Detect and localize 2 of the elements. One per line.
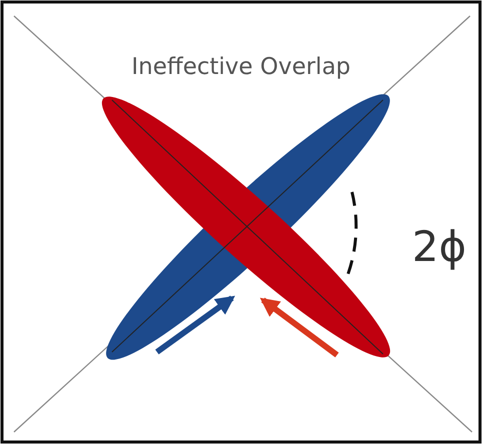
angle-label: 2ϕ <box>412 222 466 271</box>
diagram-title: Ineffective Overlap <box>131 54 351 80</box>
